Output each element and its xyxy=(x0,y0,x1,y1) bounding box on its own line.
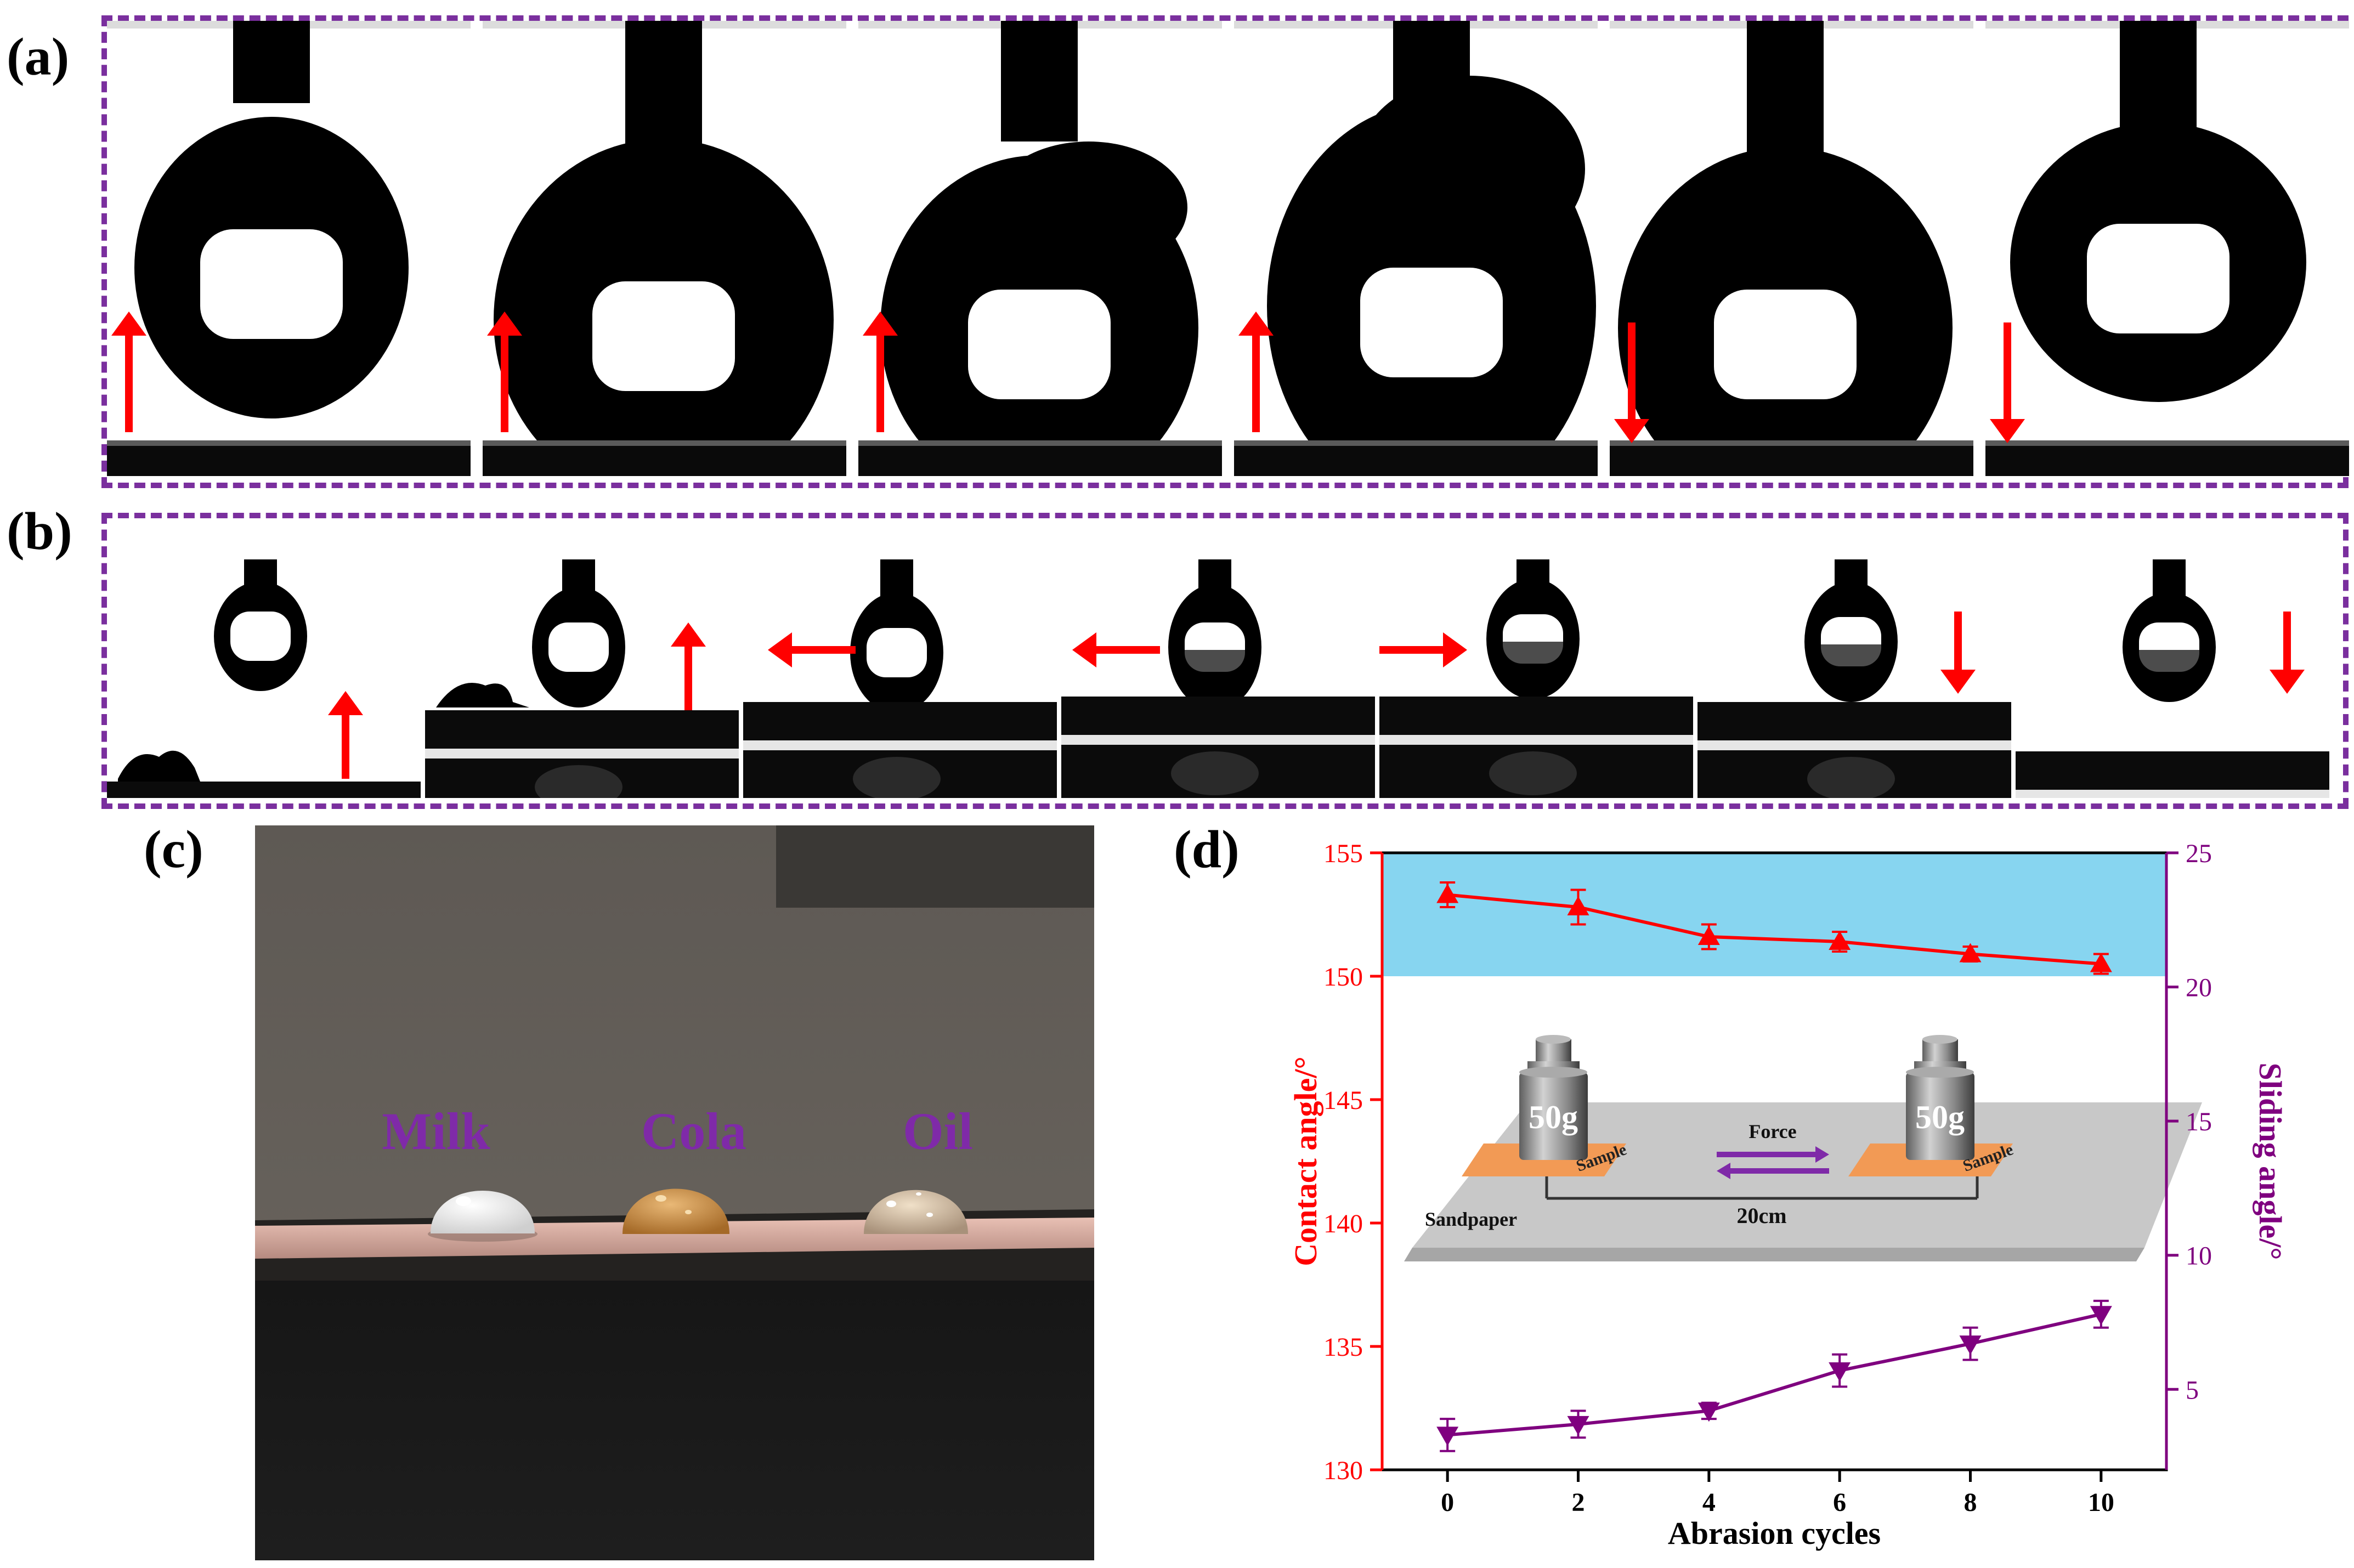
panel-b-frame-7 xyxy=(2016,559,2329,798)
arrow-up-icon xyxy=(671,622,706,710)
distance-label: 20cm xyxy=(1736,1203,1786,1228)
panel-b-frame-6 xyxy=(1697,559,2011,798)
series-line-1 xyxy=(1447,1312,2102,1437)
force-label: Force xyxy=(1748,1120,1796,1142)
oil-label: Oil xyxy=(903,1102,973,1161)
data-point xyxy=(1436,1427,1459,1446)
y-axis-title: Contact angle/° xyxy=(1288,1056,1323,1266)
y-tick-label: 145 xyxy=(1323,1086,1363,1115)
liquid-repellency-photo: Milk Cola Oil xyxy=(255,825,1094,1560)
arrow-up-icon xyxy=(328,691,363,779)
y-tick-label: 150 xyxy=(1323,963,1363,992)
arrow-up-icon xyxy=(863,312,898,432)
panel-a-frame-2 xyxy=(483,21,846,476)
weight-label-right: 50g xyxy=(1915,1099,1965,1135)
panel-b-frame-box xyxy=(101,513,2349,809)
panel-a-frame-5 xyxy=(1610,21,1973,476)
data-point xyxy=(1829,1362,1851,1382)
x-tick-label: 10 xyxy=(2088,1488,2114,1517)
panel-a-frame-6 xyxy=(1985,21,2349,476)
data-point xyxy=(1436,884,1459,903)
weight-label-left: 50g xyxy=(1529,1099,1578,1135)
series-line-0 xyxy=(1447,893,2102,966)
data-point xyxy=(1959,1335,1982,1355)
arrow-down-icon xyxy=(1940,612,1976,694)
panel-label-c: (c) xyxy=(144,820,203,879)
abrasion-inset-diagram: 50g 50g Sample Sample Force 20cm Sandpap… xyxy=(1404,1035,2202,1261)
arrow-up-icon xyxy=(1238,312,1274,432)
panel-b-frame-2 xyxy=(425,559,739,798)
y-tick-label: 135 xyxy=(1323,1333,1363,1362)
data-point xyxy=(1697,926,1720,945)
panel-label-a: (a) xyxy=(7,27,70,87)
arrow-right-icon xyxy=(1379,632,1467,667)
arrow-left-icon xyxy=(768,632,856,667)
data-point xyxy=(1567,1416,1589,1435)
arrow-down-icon xyxy=(2270,612,2305,694)
milk-label: Milk xyxy=(382,1102,490,1161)
data-point xyxy=(2090,953,2112,972)
data-point xyxy=(1697,1402,1720,1422)
panel-b-frame-4 xyxy=(1061,559,1375,798)
cola-label: Cola xyxy=(641,1102,746,1161)
y2-tick-label: 5 xyxy=(2186,1375,2199,1405)
panel-b-frame-3 xyxy=(743,559,1057,798)
arrow-left-icon xyxy=(1072,632,1160,667)
y-tick-label: 155 xyxy=(1323,839,1363,868)
x-axis-title: Abrasion cycles xyxy=(1668,1515,1881,1551)
panel-label-b: (b) xyxy=(7,502,72,561)
shaded-band xyxy=(1382,853,2166,976)
y-tick-label: 140 xyxy=(1323,1209,1363,1238)
x-tick-label: 0 xyxy=(1441,1488,1454,1517)
x-tick-label: 6 xyxy=(1833,1488,1846,1517)
y2-tick-label: 25 xyxy=(2186,839,2212,868)
x-tick-label: 8 xyxy=(1964,1488,1977,1517)
arrow-up-icon xyxy=(487,312,522,432)
panel-a-frame-1 xyxy=(107,21,471,476)
arrow-down-icon xyxy=(1614,322,1649,443)
panel-b-frame-5 xyxy=(1379,559,1693,798)
panel-a-frame-3 xyxy=(858,21,1222,476)
panel-b-frame-1 xyxy=(107,559,421,798)
y2-tick-label: 15 xyxy=(2186,1107,2212,1136)
abrasion-chart: 50g 50g Sample Sample Force 20cm Sandpap… xyxy=(1288,839,2288,1551)
data-point xyxy=(1829,931,1851,950)
y2-axis-title: Sliding angle/° xyxy=(2253,1062,2288,1260)
sandpaper-label: Sandpaper xyxy=(1425,1208,1517,1230)
x-tick-label: 2 xyxy=(1572,1488,1585,1517)
data-point xyxy=(2090,1306,2112,1326)
arrow-down-icon xyxy=(1990,322,2025,443)
y2-tick-label: 20 xyxy=(2186,973,2212,1003)
arrow-up-icon xyxy=(111,312,146,432)
panel-a-frame-4 xyxy=(1234,21,1598,476)
data-point xyxy=(1959,943,1982,963)
y2-tick-label: 10 xyxy=(2186,1242,2212,1271)
x-tick-label: 4 xyxy=(1702,1488,1716,1517)
panel-label-d: (d) xyxy=(1174,820,1240,879)
y-tick-label: 130 xyxy=(1323,1456,1363,1485)
data-point xyxy=(1567,896,1589,915)
